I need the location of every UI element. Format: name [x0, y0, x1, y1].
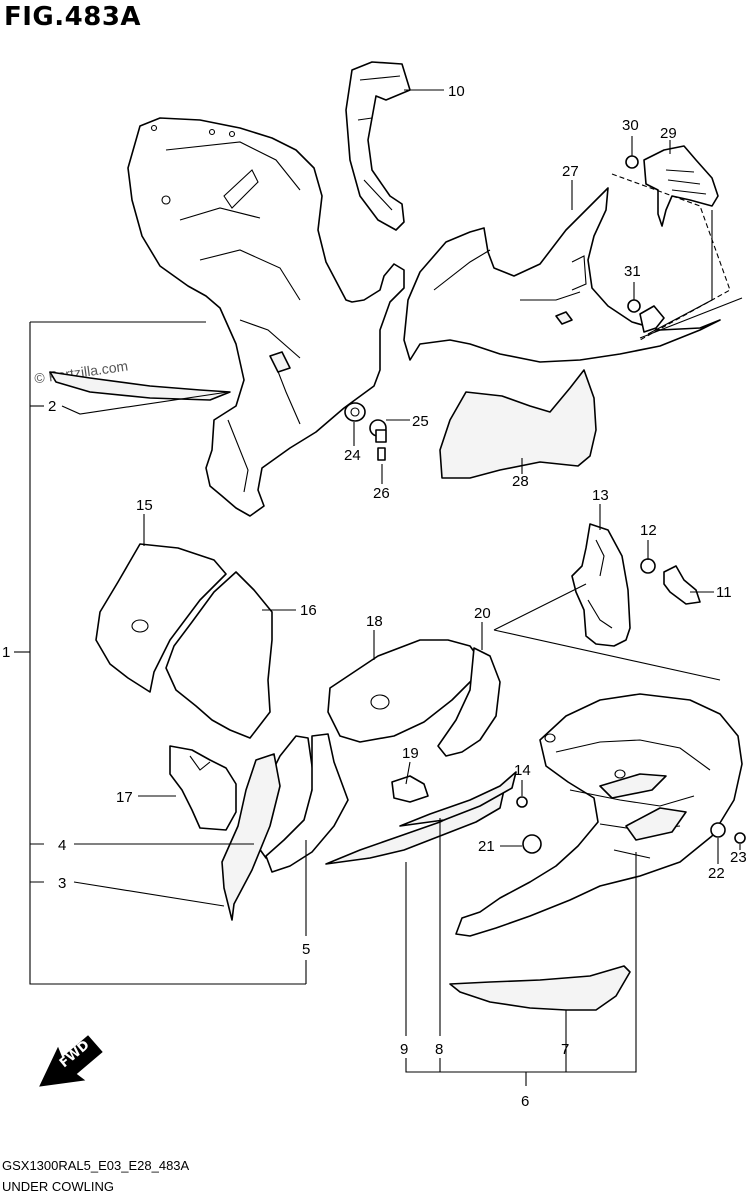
callout-3[interactable]: 3 [58, 875, 66, 892]
part-3-panel[interactable] [221, 753, 281, 921]
callout-17[interactable]: 17 [116, 789, 133, 806]
leader-lines [14, 89, 743, 1086]
callout-4[interactable]: 4 [58, 837, 66, 854]
part-12-screw[interactable] [640, 558, 656, 574]
part-2-trim[interactable] [49, 371, 231, 401]
part-31-screw[interactable] [627, 299, 665, 333]
section-name: UNDER COWLING [2, 1179, 114, 1194]
part-26-screw[interactable] [377, 447, 386, 461]
callout-10[interactable]: 10 [448, 83, 465, 100]
callout-30[interactable]: 30 [622, 117, 639, 134]
callout-12[interactable]: 12 [640, 522, 657, 539]
callout-6[interactable]: 6 [521, 1093, 529, 1110]
part-19-clip[interactable] [391, 775, 429, 803]
part-16-panel[interactable] [165, 571, 273, 739]
callout-9[interactable]: 9 [400, 1041, 408, 1058]
part-29-bracket[interactable] [643, 145, 719, 227]
fwd-arrow-icon: FWD [39, 1035, 103, 1087]
part-27-side-cowl[interactable] [403, 187, 721, 363]
callout-2[interactable]: 2 [48, 398, 56, 415]
callout-24[interactable]: 24 [344, 447, 361, 464]
callout-21[interactable]: 21 [478, 838, 495, 855]
callout-27[interactable]: 27 [562, 163, 579, 180]
callout-22[interactable]: 22 [708, 865, 725, 882]
part-7-trim[interactable] [449, 965, 631, 1011]
part-9-strip[interactable] [325, 789, 505, 865]
callout-8[interactable]: 8 [435, 1041, 443, 1058]
callout-13[interactable]: 13 [592, 487, 609, 504]
callout-labels: 1 2 3 4 5 6 7 8 9 10 11 12 13 14 15 16 1… [2, 83, 747, 1110]
figure-title: FIG.483A [4, 2, 142, 32]
part-8-strip[interactable] [399, 771, 517, 827]
part-28-panel[interactable] [439, 369, 597, 479]
part-5-panel[interactable] [265, 733, 349, 873]
callout-11[interactable]: 11 [716, 584, 732, 601]
callout-14[interactable]: 14 [514, 762, 531, 779]
callout-29[interactable]: 29 [660, 125, 677, 142]
part-6-lower-cowl[interactable] [455, 693, 743, 937]
callout-19[interactable]: 19 [402, 745, 419, 762]
callout-7[interactable]: 7 [561, 1041, 569, 1058]
model-code: GSX1300RAL5_E03_E28_483A [2, 1158, 190, 1173]
callout-1[interactable]: 1 [2, 644, 10, 661]
part-23-screw[interactable] [734, 832, 746, 844]
callout-15[interactable]: 15 [136, 497, 153, 514]
part-11-clip[interactable] [663, 565, 701, 605]
callout-31[interactable]: 31 [624, 263, 641, 280]
callout-25[interactable]: 25 [412, 413, 429, 430]
part-14-screw[interactable] [516, 796, 528, 808]
part-13-bracket[interactable] [571, 523, 631, 647]
callout-28[interactable]: 28 [512, 473, 529, 490]
part-22-washer[interactable] [710, 822, 726, 838]
callout-5[interactable]: 5 [302, 941, 310, 958]
part-1-inner-cowling[interactable] [127, 117, 405, 517]
part-24-grommet[interactable] [344, 402, 366, 422]
callout-23[interactable]: 23 [730, 849, 747, 866]
part-17-bracket[interactable] [169, 745, 237, 831]
callout-18[interactable]: 18 [366, 613, 383, 630]
callout-20[interactable]: 20 [474, 605, 491, 622]
callout-26[interactable]: 26 [373, 485, 390, 502]
part-21-grommet[interactable] [522, 834, 542, 854]
part-30-screw[interactable] [625, 155, 639, 169]
callout-16[interactable]: 16 [300, 602, 317, 619]
part-18-cover[interactable] [327, 639, 481, 743]
part-25-nut[interactable] [369, 419, 387, 443]
part-20-panel[interactable] [437, 647, 501, 757]
part-10-duct[interactable] [345, 61, 411, 231]
part-15-panel[interactable] [95, 543, 227, 693]
